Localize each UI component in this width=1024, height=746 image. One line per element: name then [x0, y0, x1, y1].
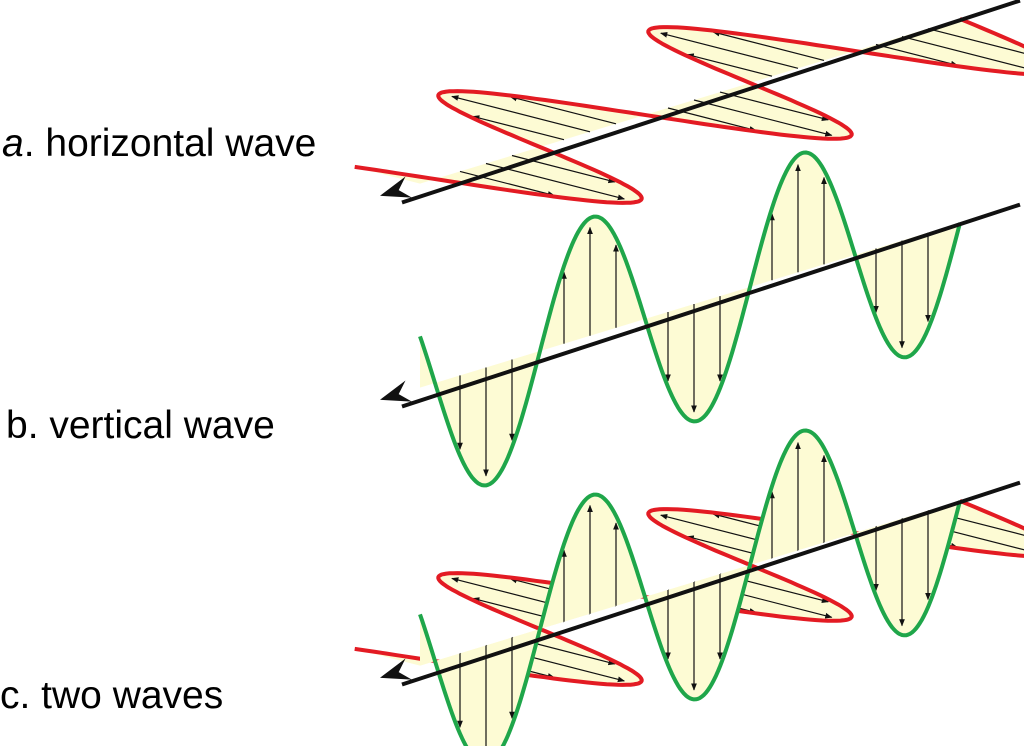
horizontal-wave-arrow [451, 95, 591, 133]
axis-arrowhead [380, 658, 412, 680]
label-horizontal-wave-text: . horizontal wave [23, 122, 317, 165]
vertical-wave-curve [418, 428, 962, 746]
propagation-axis [401, 202, 1021, 409]
vertical-wave-panel [380, 150, 1021, 488]
horizontal-wave-arrow [719, 91, 829, 121]
horizontal-wave-arrow [901, 36, 1024, 69]
horizontal-wave-arrow [875, 43, 959, 67]
horizontal-wave-arrow [686, 53, 773, 77]
horizontal-wave-arrow [712, 30, 825, 61]
propagation-axis [401, 480, 1021, 687]
horizontal-wave-arrow [693, 99, 833, 137]
label-horizontal-wave: a. horizontal wave [2, 124, 316, 163]
horizontal-wave-panel [354, 0, 1024, 205]
vertical-wave-curve [418, 150, 962, 488]
label-two-waves: c. two waves [0, 674, 224, 717]
horizontal-wave-arrow [660, 32, 799, 69]
axis-arrowhead [380, 176, 412, 198]
label-vertical-wave: b. vertical wave [6, 404, 275, 447]
vertical-wave-fill [420, 152, 960, 486]
horizontal-wave-fill [354, 18, 1024, 203]
horizontal-wave-arrow [472, 115, 565, 141]
horizontal-wave-arrow [927, 28, 1024, 54]
two-waves-panel [354, 428, 1024, 746]
propagation-axis [401, 0, 1021, 205]
horizontal-wave-arrow [459, 170, 555, 197]
horizontal-wave-arrow [509, 95, 617, 125]
label-letter-a: a [2, 122, 24, 165]
axis-arrowhead [380, 380, 412, 402]
horizontal-wave-curve [354, 17, 1024, 205]
vertical-wave-fill [420, 430, 960, 746]
